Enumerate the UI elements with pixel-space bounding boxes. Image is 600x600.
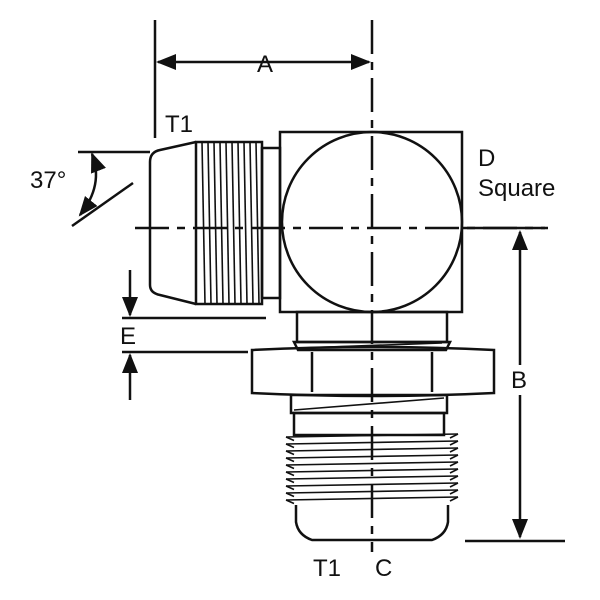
dimension-a: A [153,20,371,138]
thread-line [449,489,459,495]
label-angle: 37° [30,167,66,194]
label-b: B [511,367,527,394]
thread-line [225,141,230,305]
thread-line [449,433,459,439]
thread-line [285,475,459,480]
thread-line [285,450,295,456]
thread-line [219,141,224,305]
thread-line [449,461,459,467]
thread-line [285,454,459,459]
thread-line [449,496,459,502]
label-e: E [120,323,136,350]
thread-line [285,440,459,445]
thread-line [249,141,254,305]
thread-line [285,443,295,449]
dimension-b: B [462,226,565,543]
thread-line [237,141,242,305]
thread-line [243,141,248,305]
thread-line [285,478,295,484]
thread-line [449,447,459,453]
label-c: C [375,555,392,582]
thread-line [285,468,459,473]
thread-line [285,499,295,505]
thread-line [285,447,459,452]
thread-line [449,454,459,460]
left-flare-end [148,140,282,306]
thread-line [285,433,459,438]
label-d-square: Square [478,175,555,202]
thread-line [449,475,459,481]
thread-line [285,436,295,442]
label-t1-top: T1 [165,111,193,138]
label-t1-bottom: T1 [313,555,341,582]
thread-line [213,141,218,305]
thread-line [285,492,295,498]
thread-line [285,461,459,466]
lower-flare-end [250,310,496,542]
thread-line [285,489,459,494]
thread-line [285,496,459,501]
thread-line [449,468,459,474]
thread-line [285,464,295,470]
angle-annotation: 37° [30,150,150,228]
thread-line [449,482,459,488]
thread-line [285,471,295,477]
thread-line [285,457,295,463]
label-a: A [257,51,273,78]
label-d: D [478,145,495,172]
thread-line [207,141,212,305]
thread-line [285,485,295,491]
thread-line [449,440,459,446]
dimension-e: E [120,270,266,400]
thread-line [285,482,459,487]
thread-line [255,141,260,305]
thread-line [231,141,236,305]
thread-line [201,141,206,305]
